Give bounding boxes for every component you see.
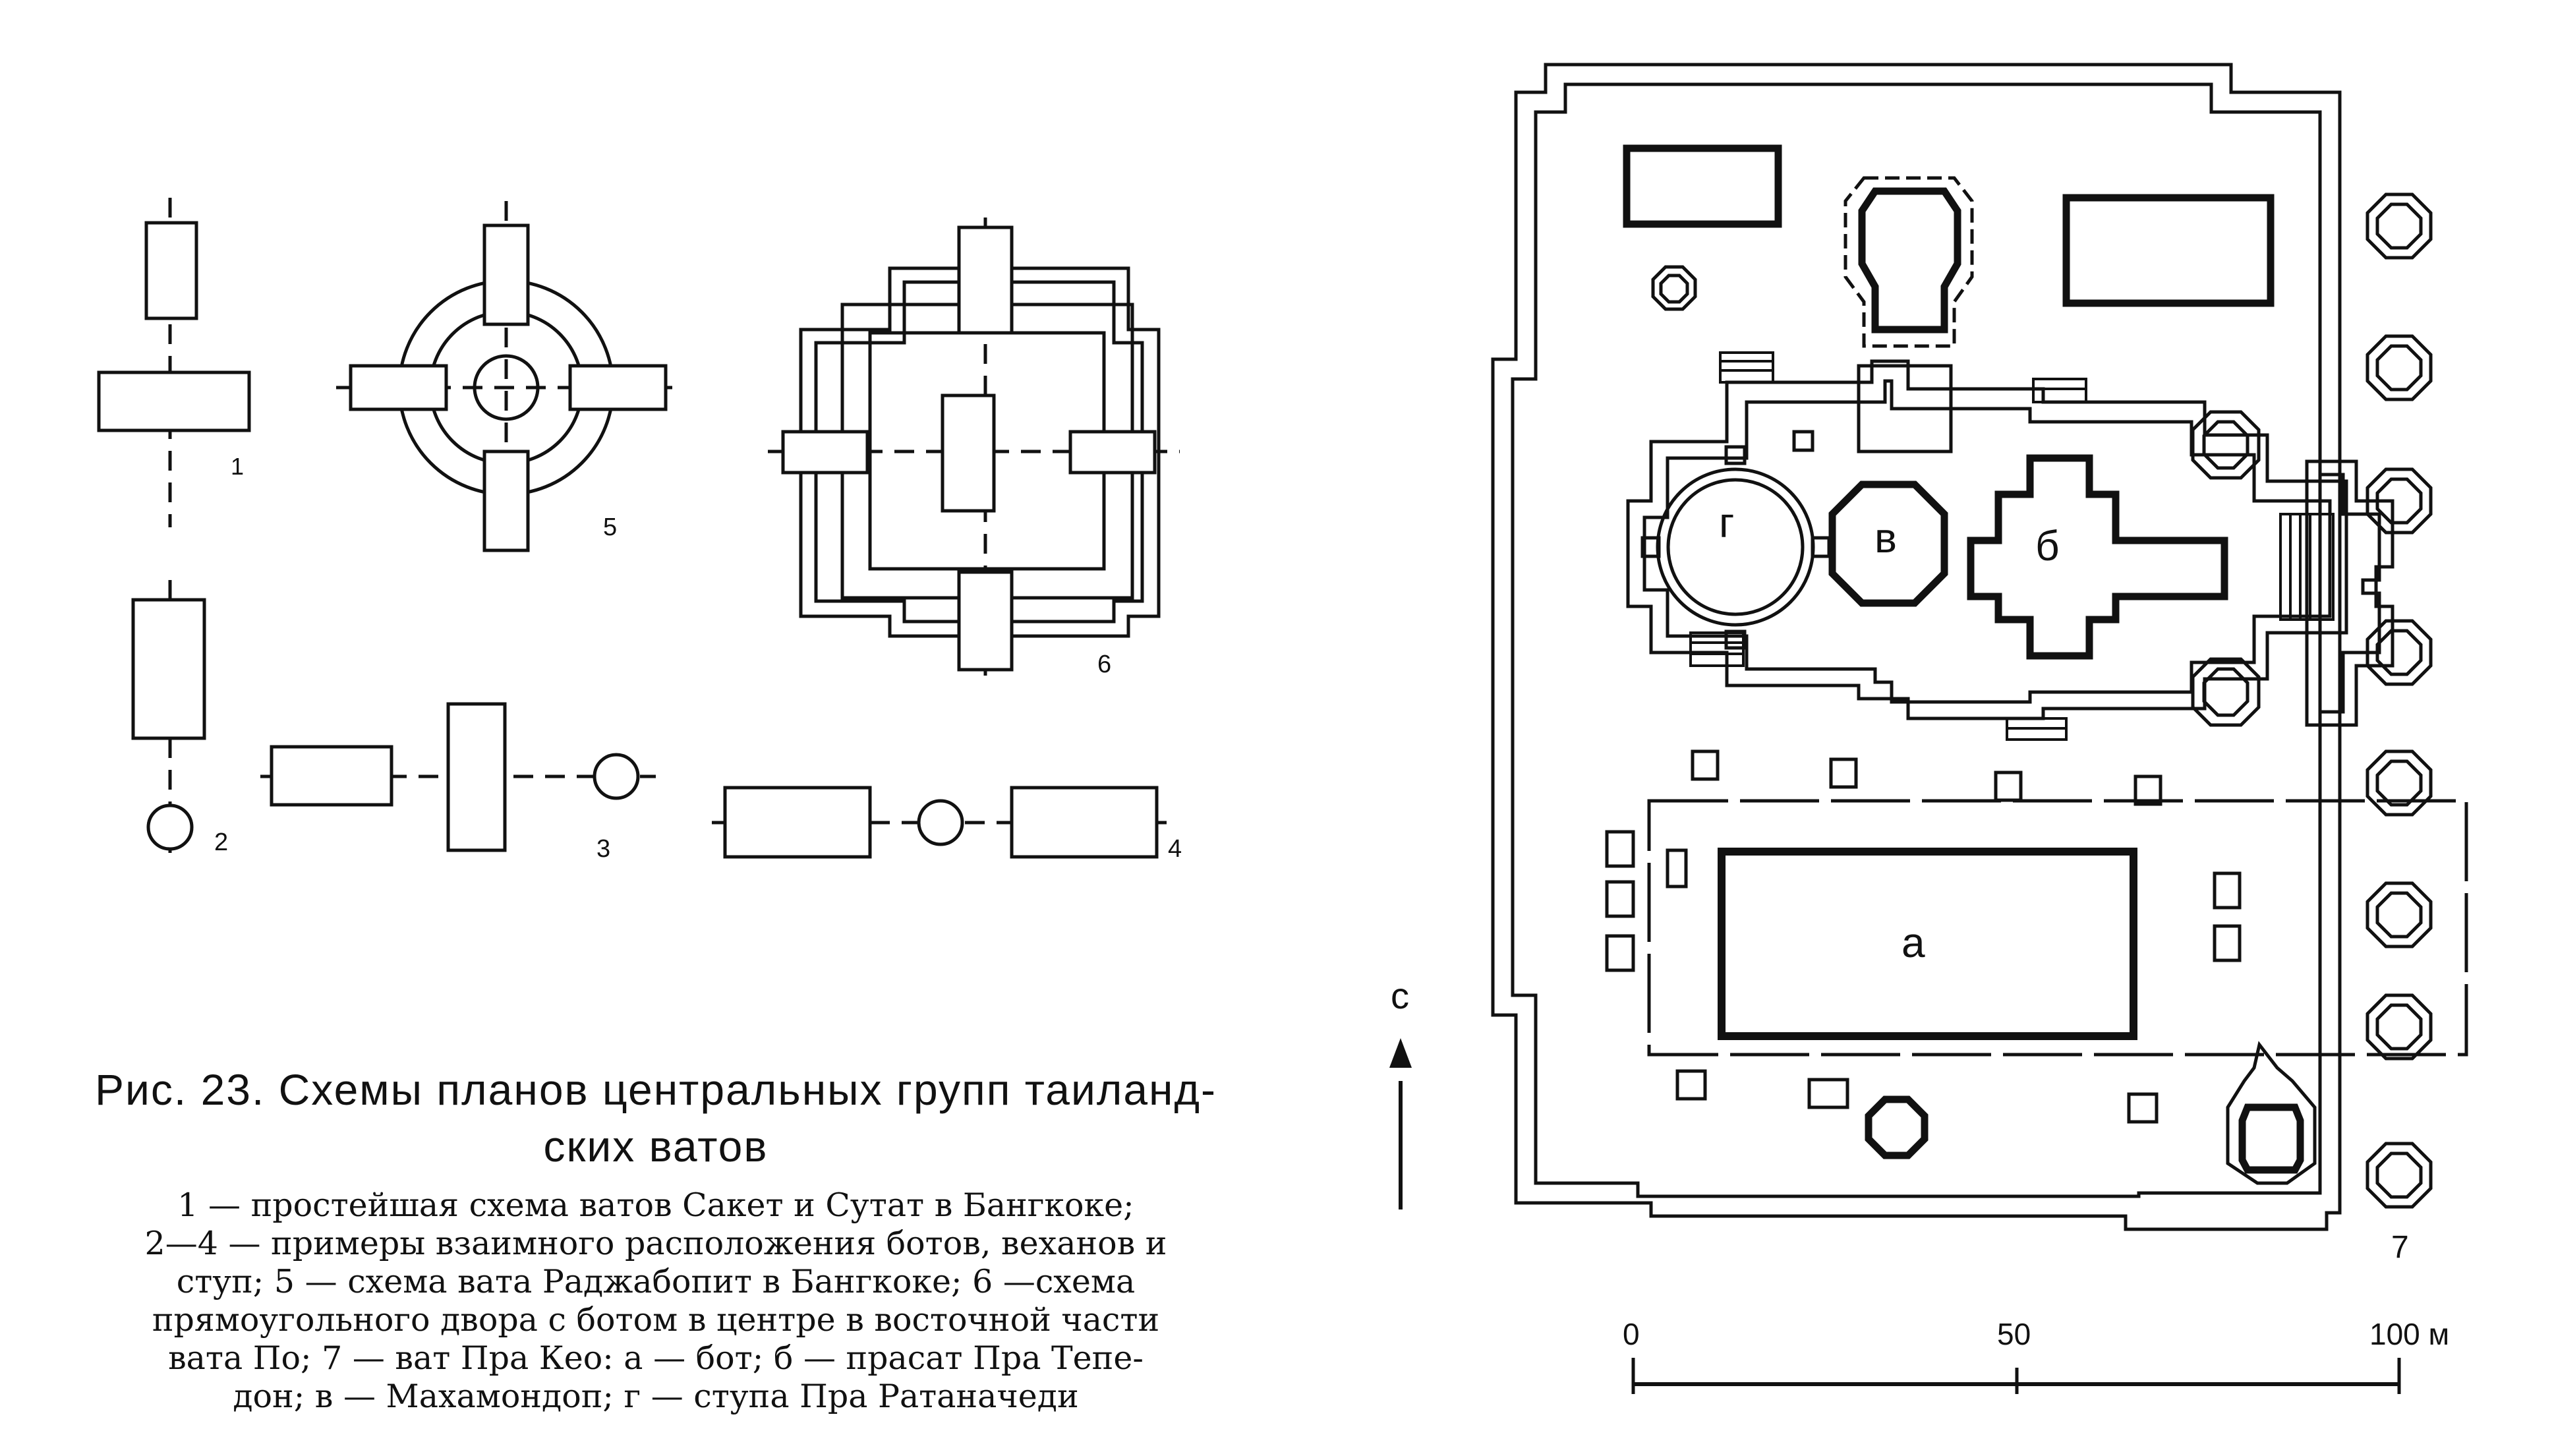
label-scheme-5: 5 [603,513,617,541]
north-label: с [1391,975,1409,1016]
plan-prasat-b [1967,454,2228,660]
caption-legend-line: прямоугольного двора с ботом в центре в … [152,1301,1160,1339]
caption-legend-line: 2—4 — примеры взаимного расположения бот… [144,1225,1167,1262]
scale-label-100: 100 м [2369,1317,2449,1351]
plan-bot-a [1718,848,2137,1040]
scheme-1 [97,198,251,527]
label-scheme-4: 4 [1168,835,1182,863]
scheme-2 [131,580,206,863]
scheme-6 [768,218,1180,676]
plan-mondop-v [1828,480,1948,607]
plan-east-stupas [2365,192,2433,1209]
caption-title-line: ских ватов [543,1122,769,1171]
scheme-5 [336,201,682,552]
label-scheme-6: 6 [1097,651,1111,678]
plan-stupa-g [1640,445,1831,650]
label-scheme-1: 1 [231,453,244,480]
label-bot-a: а [1901,919,1925,966]
scheme-4 [712,786,1167,859]
label-scheme-3: 3 [596,835,610,863]
label-scheme-2: 2 [214,829,228,856]
scheme-3 [260,702,656,852]
figure-caption: Рис. 23. Схемы планов центральных групп … [36,1061,1275,1416]
plan-court-outline [1647,799,2468,1057]
plan-steps [1689,351,2335,741]
label-scheme-7: 7 [2391,1230,2409,1265]
plan-small-stupas [1651,265,2261,727]
scale-label-50: 50 [1997,1317,2031,1351]
scale-bar [1631,1358,2401,1394]
plan-stupa-south [1865,1095,1929,1159]
caption-legend-line: 1 — простейшая схема ватов Сакет и Сутат… [177,1186,1134,1224]
caption-legend-line: дон; в — Махамондоп; г — ступа Пра Ратан… [233,1378,1079,1415]
caption-title-line: Рис. 23. Схемы планов центральных групп … [95,1065,1217,1114]
scheme-7-wat-phra-kaeo [1491,63,2468,1231]
label-mondop-v: в [1874,514,1897,562]
scale-label-0: 0 [1623,1317,1640,1351]
caption-legend: 1 — простейшая схема ватов Сакет и Сутат… [36,1186,1275,1416]
label-stupa-g: г [1719,499,1734,546]
label-prasat-b: б [2035,522,2060,569]
caption-legend-line: ступ; 5 — схема вата Раджабопит в Бангко… [176,1263,1136,1300]
north-arrow [1389,1038,1412,1209]
caption-title: Рис. 23. Схемы планов центральных групп … [36,1061,1275,1175]
caption-legend-line: вата По; 7 — ват Пра Кео: а — бот; б — п… [168,1339,1144,1377]
